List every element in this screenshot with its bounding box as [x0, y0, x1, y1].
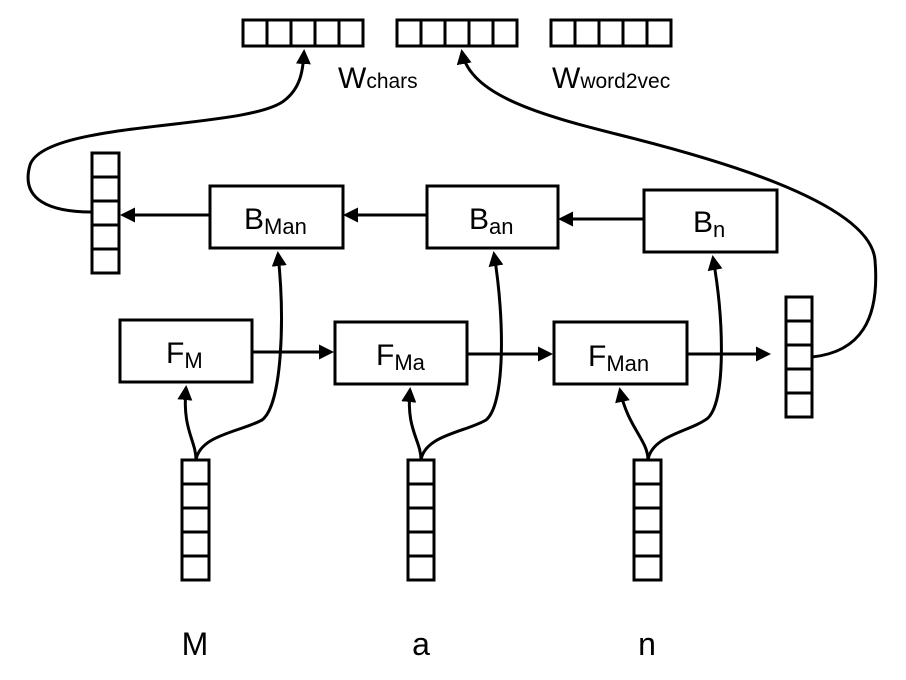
backward-cell-n: Bn [642, 188, 779, 254]
w-chars-table [241, 18, 365, 48]
input-vector-m [180, 458, 211, 582]
svg-text:BMan: BMan [244, 203, 307, 239]
w-chars-label: Wchars [338, 62, 418, 95]
arrow-forward-output-to-wchars [456, 49, 878, 359]
w-chars-table-2 [395, 18, 519, 48]
arrow-backward-output-to-wchars [26, 49, 311, 214]
backward-cell-man: BMan [208, 184, 345, 250]
w-word2vec-table [549, 18, 673, 48]
svg-text:FMan: FMan [588, 340, 649, 376]
backward-cell-an: Ban [425, 184, 560, 250]
arrow-input-a-to-fma [401, 387, 423, 461]
char-label-m: M [182, 626, 209, 662]
svg-text:FMa: FMa [376, 339, 426, 375]
char-label-a: a [412, 626, 430, 662]
arrow-input-m-to-fm [177, 385, 198, 461]
char-label-n: n [638, 626, 656, 662]
arrow-input-a-to-ban [419, 251, 504, 461]
w-word2vec-label: Wword2vec [552, 62, 670, 95]
svg-text:FM: FM [166, 337, 203, 373]
forward-cell-man: FMan [552, 320, 689, 386]
arrow-input-n-to-bn [646, 255, 723, 461]
forward-cell-ma: FMa [333, 320, 469, 386]
forward-output-vector [784, 295, 814, 419]
arrow-input-m-to-bman [194, 251, 287, 461]
forward-cell-m: FM [118, 318, 254, 384]
svg-text:Bn: Bn [693, 206, 725, 242]
input-vector-n [632, 458, 663, 582]
arrow-input-n-to-fman [615, 387, 650, 461]
input-vector-a [406, 458, 436, 582]
svg-text:Ban: Ban [469, 203, 514, 239]
backward-output-vector [90, 151, 121, 275]
